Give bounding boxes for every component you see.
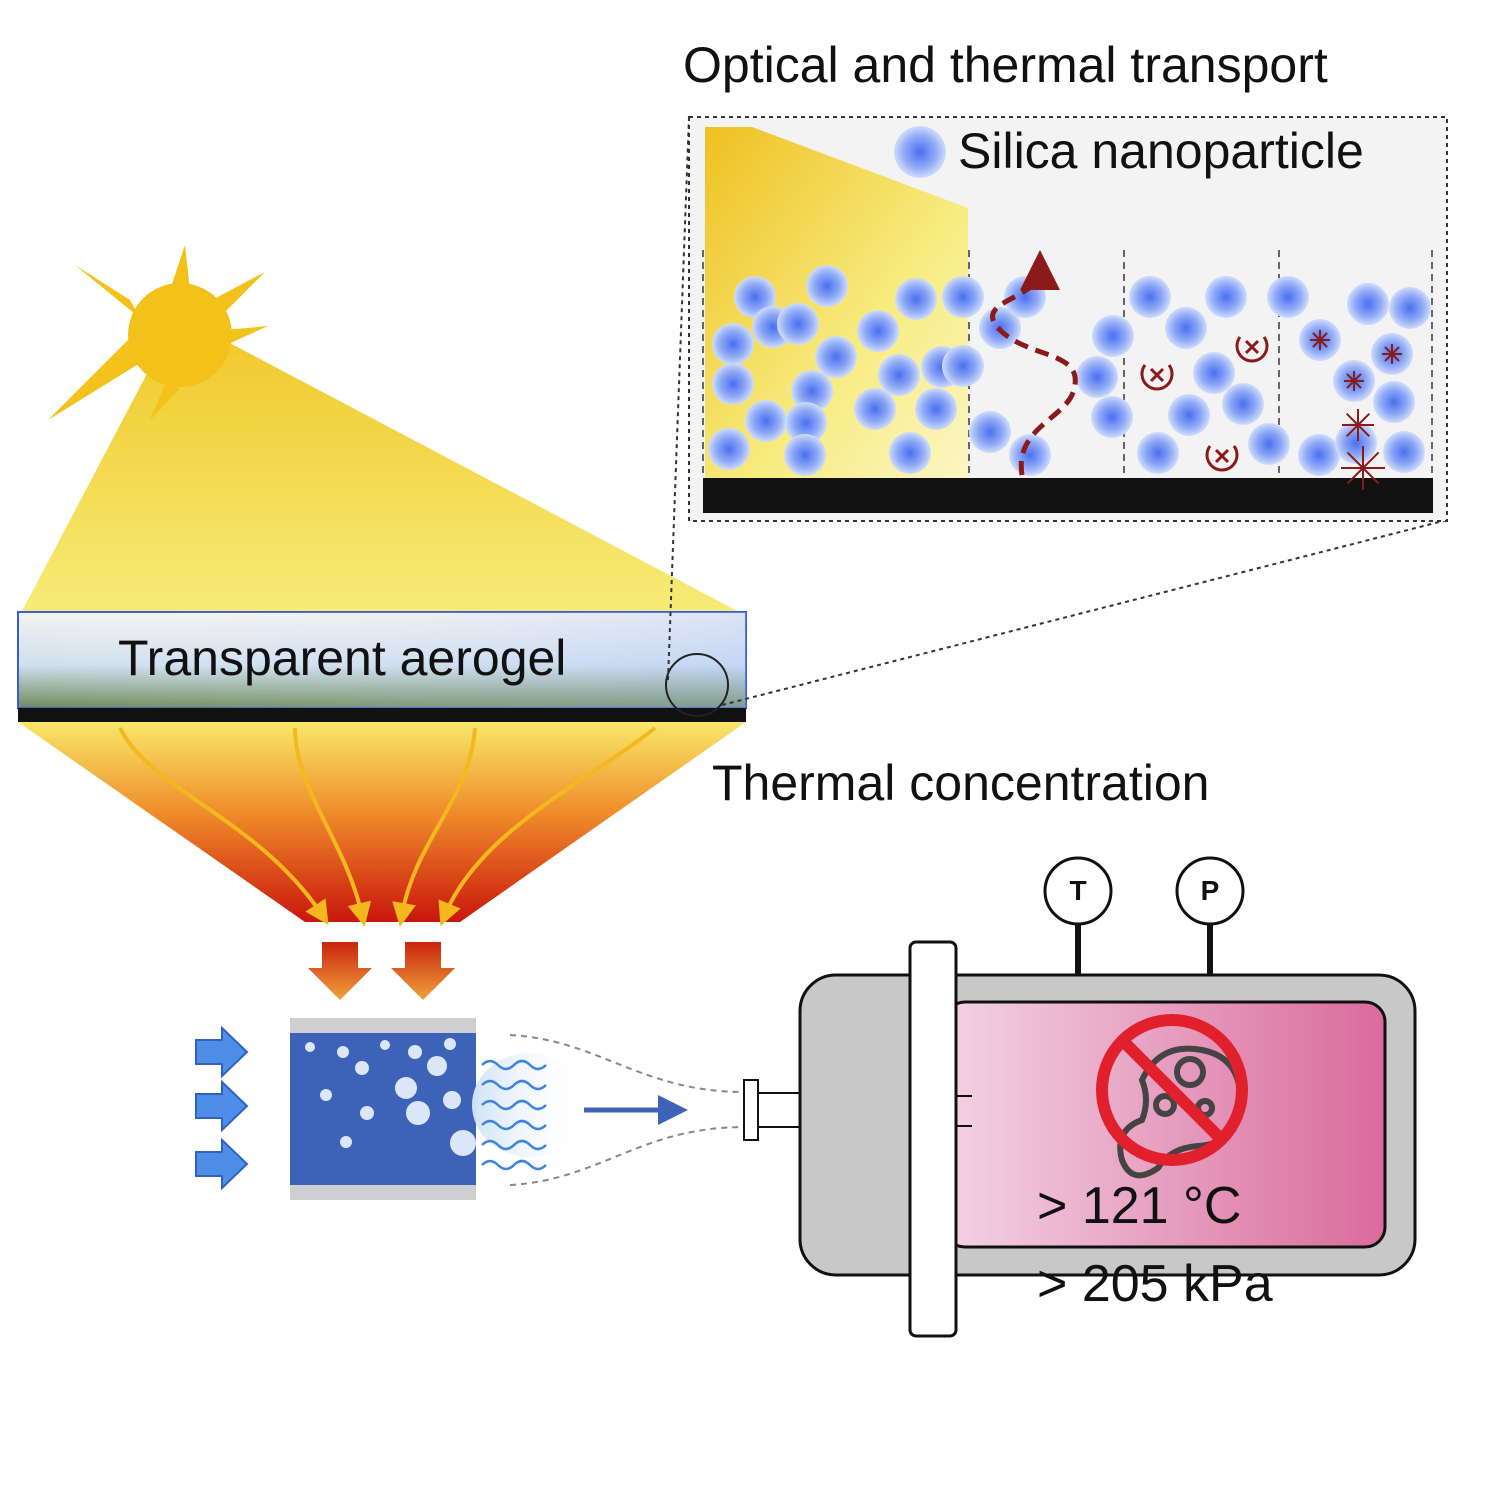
photon-path [990, 250, 1078, 476]
silica-particle [1129, 276, 1171, 318]
silica-particle-legend [894, 126, 946, 178]
silica-legend-label: Silica nanoparticle [958, 123, 1364, 179]
silica-particle [806, 265, 848, 307]
pressure-gauge [1175, 856, 1245, 926]
flow-arrow-icon [658, 1095, 688, 1125]
silica-particle [942, 276, 984, 318]
silica-particle [708, 428, 750, 470]
blocked-convection-icon [1140, 336, 1269, 472]
silica-particle [1137, 432, 1179, 474]
silica-particle [745, 400, 787, 442]
silica-particle [1267, 276, 1309, 318]
heat-concentration-funnel [18, 722, 746, 922]
silica-particle [712, 363, 754, 405]
silica-particle [1092, 315, 1134, 357]
silica-particle [1009, 434, 1051, 476]
silica-particle [942, 345, 984, 387]
silica-particle [1389, 287, 1431, 329]
radiation-burst-icon [1310, 330, 1402, 490]
silica-particle [1222, 383, 1264, 425]
silica-particle [895, 278, 937, 320]
heat-flow-arrows [118, 726, 657, 927]
gauge-p-label: P [1200, 875, 1220, 906]
silica-particle [1091, 396, 1133, 438]
silica-particle [791, 370, 833, 412]
input-arrow-icon [195, 1025, 249, 1191]
aerogel-label: Transparent aerogel [118, 630, 567, 686]
temperature-gauge [1043, 856, 1113, 926]
bacteria-prohibited-icon [1096, 1014, 1248, 1179]
silica-particles [708, 265, 1431, 476]
silica-particle [1347, 283, 1389, 325]
silica-particle [1373, 381, 1415, 423]
heat-arrow-icon [308, 942, 455, 1000]
silica-particle [777, 303, 819, 345]
gauge-icon [1043, 856, 1245, 975]
optical-thermal-title: Optical and thermal transport [683, 37, 1328, 93]
silica-particle [1298, 434, 1340, 476]
silica-particle [712, 323, 754, 365]
silica-particle [889, 432, 931, 474]
silica-particle [857, 310, 899, 352]
sunlight-beam [20, 330, 745, 615]
silica-particle [1383, 431, 1425, 473]
pipe-connector [743, 1079, 801, 1141]
inset-absorber [703, 478, 1433, 513]
sun-icon [48, 245, 268, 420]
silica-particle [1248, 423, 1290, 465]
thermal-concentration-title: Thermal concentration [712, 755, 1210, 811]
silica-particle [915, 388, 957, 430]
silica-particle [815, 336, 857, 378]
silica-particle [1205, 276, 1247, 318]
gauge-t-label: T [1069, 875, 1087, 906]
water-cell [290, 1018, 476, 1200]
silica-particle [878, 354, 920, 396]
temperature-value: > 121 °C [1037, 1177, 1242, 1235]
silica-particle [785, 402, 827, 444]
silica-particle [1193, 352, 1235, 394]
silica-particle [1076, 356, 1118, 398]
silica-particle [784, 434, 826, 476]
silica-particle [854, 388, 896, 430]
steam [472, 1034, 746, 1186]
silica-particle [1165, 307, 1207, 349]
zoom-circle [665, 653, 729, 717]
silica-particle [1168, 394, 1210, 436]
pressure-value: > 205 kPa [1037, 1255, 1273, 1313]
silica-particle [969, 411, 1011, 453]
absorber-plate [18, 708, 746, 722]
